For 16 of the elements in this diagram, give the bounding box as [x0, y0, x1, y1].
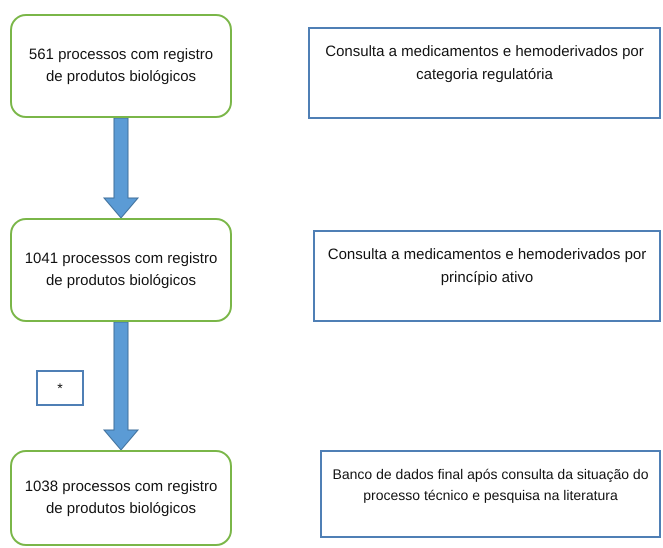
step-box	[320, 450, 661, 538]
block-arrow	[102, 322, 140, 451]
box-text: *	[57, 378, 63, 398]
box-text: Consulta a medicamentos e hemoderivados por princípio ativo	[326, 245, 648, 288]
box-text: Banco de dados final após consulta da situação do processo técnico e pesquisa na literatura	[332, 465, 649, 505]
box-text: 1038 processos com registro de produtos biológicos	[24, 476, 218, 519]
count-box	[10, 450, 232, 546]
block-arrow	[102, 118, 140, 219]
box-text: Consulta a medicamentos e hemoderivados por categoria regulatória	[324, 42, 645, 84]
step-box	[308, 27, 661, 119]
count-box	[10, 218, 232, 322]
step-box	[36, 370, 84, 406]
box-text: 1041 processos com registro de produtos biológicos	[24, 248, 218, 291]
step-box	[313, 230, 661, 322]
count-box	[10, 14, 232, 118]
box-text: 561 processos com registro de produtos biológicos	[28, 44, 214, 87]
